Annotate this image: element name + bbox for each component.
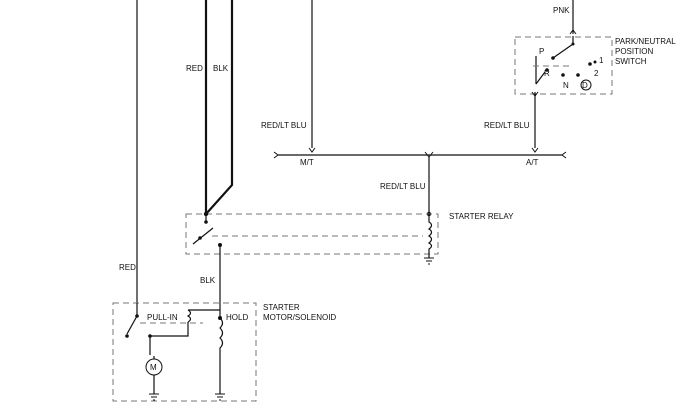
starter-relay: [185, 211, 439, 303]
switch-pos-n: N: [563, 81, 569, 90]
wire-label-blk-relay: BLK: [200, 276, 216, 285]
wire-mt-feed: [308, 0, 316, 153]
branch-label-at: A/T: [526, 158, 539, 167]
switch-label-line2: POSITION: [615, 47, 653, 56]
hold-label: HOLD: [226, 313, 248, 322]
switch-pos-p: P: [539, 47, 544, 56]
wire-label-red-lt-blu-relay: RED/LT BLU: [380, 182, 426, 191]
starter-label-line2: MOTOR/SOLENOID: [263, 313, 336, 322]
pull-in-label: PULL-IN: [147, 313, 178, 322]
starter-motor-solenoid: [112, 302, 257, 402]
switch-pos-r: R: [544, 69, 550, 78]
wire-label-red-top: RED: [186, 64, 203, 73]
wire-label-red-lt-blu-at: RED/LT BLU: [484, 121, 530, 130]
wire-at-feed: [531, 95, 539, 153]
motor-symbol: M: [150, 363, 157, 372]
wire-label-pnk: PNK: [553, 6, 570, 15]
wire-label-red-lt-blu-mt: RED/LT BLU: [261, 121, 307, 130]
switch-label-line3: SWITCH: [615, 57, 647, 66]
switch-pos-d: D: [582, 81, 588, 90]
park-neutral-switch: [514, 36, 613, 97]
wire-bus-to-relay: [426, 157, 432, 217]
wire-pnk: [569, 0, 577, 35]
wire-label-blk-top: BLK: [213, 64, 229, 73]
switch-label-line1: PARK/NEUTRAL: [615, 37, 676, 46]
starter-label-line1: STARTER: [263, 303, 300, 312]
switch-pos-2: 2: [594, 69, 599, 78]
wire-blk-thick: [205, 0, 234, 215]
switch-pos-1: 1: [599, 56, 604, 65]
wire-bus: [273, 151, 567, 159]
relay-label: STARTER RELAY: [449, 212, 514, 221]
wire-label-red-left: RED: [119, 263, 136, 272]
branch-label-mt: M/T: [300, 158, 314, 167]
